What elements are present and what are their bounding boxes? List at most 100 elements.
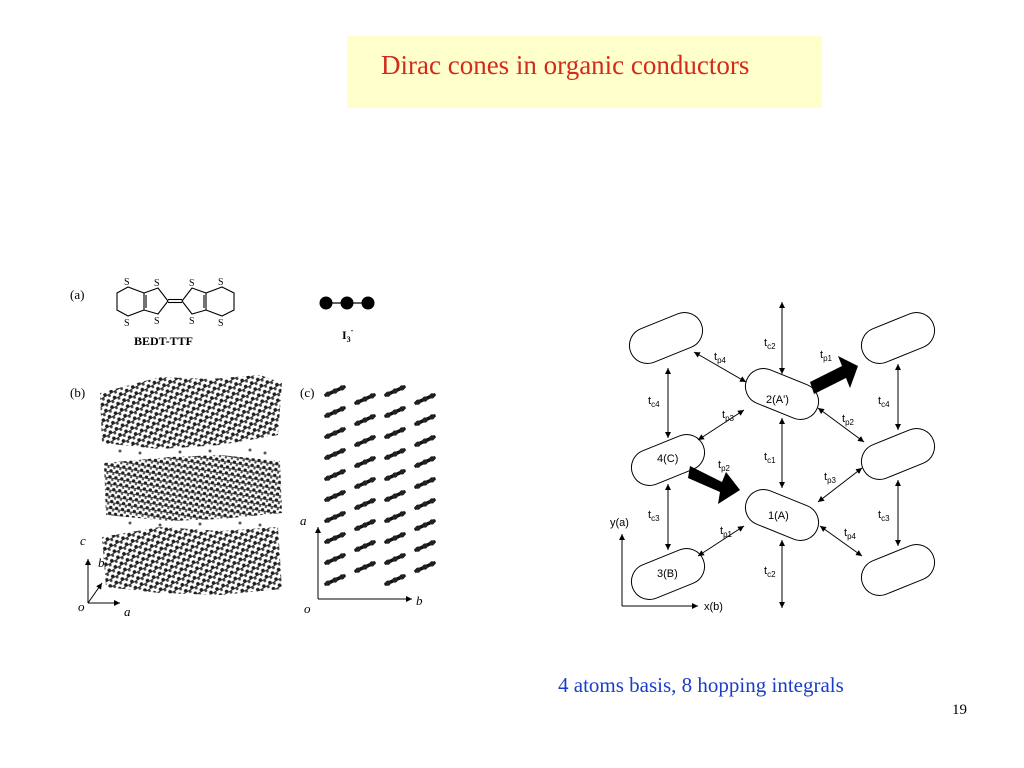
sulfur-label: S [189, 278, 195, 289]
hopping-label-tp2: tp2 [842, 413, 855, 427]
molecule-glyph [384, 511, 406, 523]
axis-c-label: c [80, 533, 86, 548]
hopping-label-tp1: tp1 [820, 349, 833, 363]
axis-a-label: a [124, 604, 131, 619]
hopping-label-tp4: tp4 [844, 527, 857, 541]
molecule-2a-prime [744, 368, 820, 420]
molecule-glyph [384, 469, 406, 481]
molecule-glyph [354, 456, 376, 468]
molecule-glyph [324, 469, 346, 481]
axis-b-label: b [98, 555, 105, 570]
axes-b [85, 559, 120, 606]
hopping-label-tc2: tc2 [764, 565, 776, 579]
molecule-glyph [414, 498, 436, 510]
hopping-label-tc1: tc1 [764, 451, 776, 465]
sulfur-label: S [124, 318, 130, 329]
slide-caption: 4 atoms basis, 8 hopping integrals [558, 673, 844, 697]
molecule-glyph [384, 574, 406, 586]
layered-structure-b [100, 375, 282, 595]
molecule-glyph [414, 414, 436, 426]
axis-y-label: y(a) [610, 517, 629, 529]
molecule-glyph [324, 448, 346, 460]
molecule-glyph [354, 435, 376, 447]
hopping-label-tp2: tp2 [718, 459, 731, 473]
molecule-label: 3(B) [657, 568, 678, 580]
molecule-glyph [324, 553, 346, 565]
molecule-glyph [384, 427, 406, 439]
hopping-label-tp3: tp3 [824, 471, 837, 485]
molecule-glyph [414, 561, 436, 573]
molecule-glyph [414, 393, 436, 405]
hopping-label-tc4: tc4 [648, 395, 660, 409]
molecule-glyph [384, 532, 406, 544]
molecule-label: 1(A) [768, 510, 789, 522]
molecule-outer [860, 312, 936, 364]
hopping-label-tp1: tp1 [720, 525, 733, 539]
molecule-outer [860, 544, 936, 596]
hopping-label-tc2: tc2 [764, 337, 776, 351]
molecule-name: BEDT-TTF [134, 334, 193, 348]
molecule-glyph [354, 414, 376, 426]
sulfur-label: S [218, 318, 224, 329]
hopping-label-tp4: tp4 [714, 351, 727, 365]
molecule-glyph [324, 385, 346, 397]
black-arrow [688, 356, 858, 504]
molecule-glyph [354, 393, 376, 405]
bedt-ttf-molecule [116, 286, 235, 317]
hopping-label-tc4: tc4 [878, 395, 890, 409]
slide-title: Dirac cones in organic conductors [381, 50, 750, 80]
molecule-glyph [324, 406, 346, 418]
molecule-glyph [354, 540, 376, 552]
molecule-outer [628, 312, 704, 364]
sulfur-label: S [124, 277, 130, 288]
molecule-glyph [354, 561, 376, 573]
molecule-label: 4(C) [657, 453, 678, 465]
molecule-glyph [384, 385, 406, 397]
ion-formula: I3- [342, 326, 354, 344]
axis-a-label: a [300, 513, 307, 528]
molecule-outer [860, 428, 936, 480]
title-box: Dirac cones in organic conductors [347, 36, 822, 108]
molecular-array-c [324, 385, 436, 586]
molecule-1a [744, 489, 820, 541]
triiodide-ion [319, 296, 375, 310]
sulfur-label: S [189, 316, 195, 327]
molecule-glyph [324, 574, 346, 586]
molecule-glyph [384, 490, 406, 502]
page-number: 19 [952, 702, 967, 718]
molecule-glyph [384, 406, 406, 418]
molecule-glyph [384, 448, 406, 460]
hopping-lattice-diagram: 2(A') 4(C) 1(A) 3(B) tc2 tc1 tc2 tc4 tc4… [610, 302, 936, 613]
axis-x-label: x(b) [704, 601, 723, 613]
axis-b-label: b [416, 593, 423, 608]
molecule-glyph [324, 532, 346, 544]
panel-c-label: (c) [300, 385, 314, 400]
molecule-glyph [414, 456, 436, 468]
origin-label: o [304, 601, 311, 616]
sulfur-label: S [154, 316, 160, 327]
panel-b-label: (b) [70, 385, 85, 400]
molecule-glyph [324, 427, 346, 439]
panel-a-label: (a) [70, 287, 84, 302]
sulfur-label: S [218, 277, 224, 288]
hopping-label-tp3: tp3 [722, 409, 735, 423]
hopping-label-tc3: tc3 [878, 509, 890, 523]
sulfur-label: S [154, 278, 160, 289]
molecule-label: 2(A') [766, 394, 789, 406]
molecule-3b [630, 548, 706, 600]
molecule-glyph [324, 511, 346, 523]
molecule-glyph [414, 519, 436, 531]
axes-c [315, 527, 412, 602]
molecule-4c [630, 434, 706, 486]
lattice-axes [619, 534, 698, 609]
molecule-glyph [324, 490, 346, 502]
hopping-label-tc3: tc3 [648, 509, 660, 523]
molecule-glyph [354, 519, 376, 531]
hopping-arrows [665, 302, 901, 608]
molecule-glyph [384, 553, 406, 565]
molecule-glyph [414, 435, 436, 447]
molecule-glyph [354, 498, 376, 510]
origin-label: o [78, 599, 85, 614]
molecule-glyph [354, 477, 376, 489]
crystal-structure-figure: (a) S S S S S S S S BEDT-TTF I3- (b) [70, 277, 436, 619]
